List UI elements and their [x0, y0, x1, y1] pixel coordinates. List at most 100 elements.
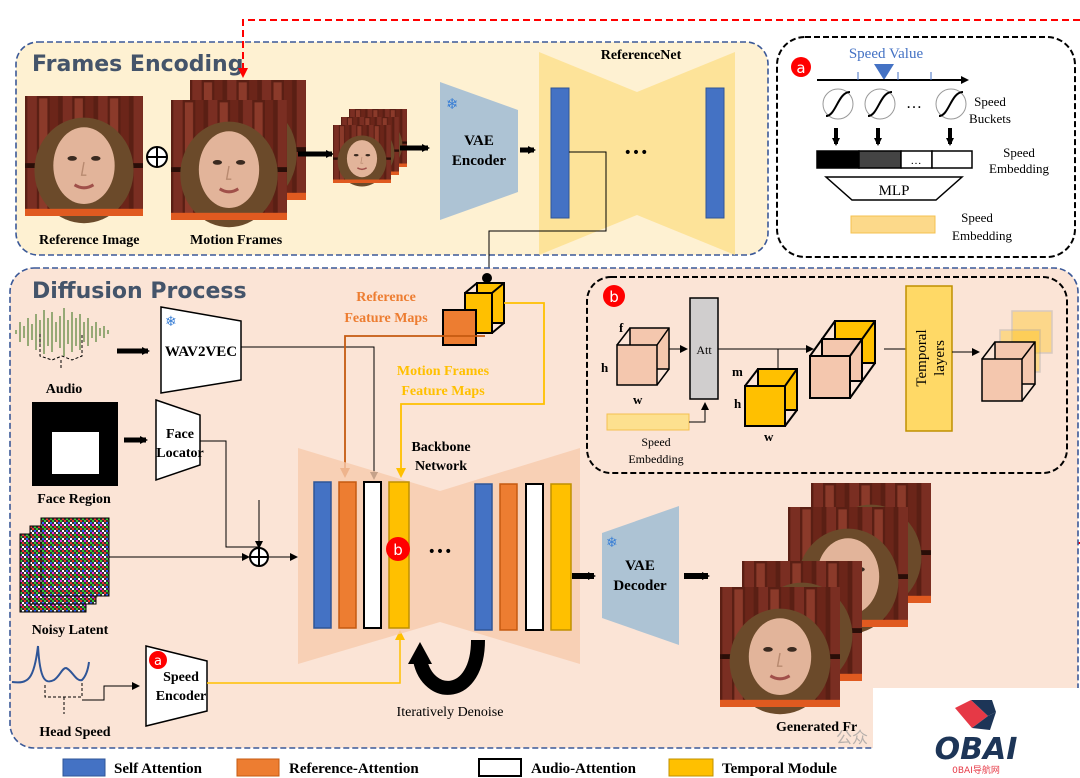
obai-subtitle: 0BAI导航网	[952, 764, 1000, 776]
face-locator-label-1: Face	[166, 427, 194, 442]
backbone-label-2: Network	[415, 459, 467, 474]
panel-b-speed-embedding-1: Speed	[641, 435, 670, 449]
temporal-layers-label-2: layers	[932, 340, 948, 376]
watermark: 公众 OBAI 0BAI导航网	[836, 688, 1080, 778]
backbone-badge-b: b	[393, 541, 403, 559]
sigmoid-curves	[825, 91, 964, 117]
reference-feature-maps-label-1: Reference	[356, 290, 416, 305]
vae-decoder-label-1: VAE	[625, 558, 655, 574]
snowflake-icon: ❄	[165, 314, 177, 330]
vae-encoder-label-2: Encoder	[452, 153, 507, 169]
mlp-label: MLP	[879, 183, 910, 199]
add-plus-icon	[249, 547, 269, 567]
audio-waveform	[15, 308, 109, 356]
diffusion-process-title: Diffusion Process	[32, 279, 247, 304]
face-locator-label-2: Locator	[156, 446, 203, 461]
audio-label: Audio	[46, 382, 83, 397]
legend-swatch-temporal-module	[668, 758, 714, 777]
reference-image-label: Reference Image	[39, 233, 139, 248]
attention-block	[689, 297, 719, 400]
backbone-label-1: Backbone	[411, 440, 470, 455]
dim-m: m	[732, 364, 743, 379]
noisy-latent	[19, 517, 110, 613]
generated-frames-label: Generated Fr	[776, 720, 857, 735]
referencenet-ellipsis: •••	[624, 145, 649, 161]
speed-buckets-label-2: Buckets	[969, 111, 1011, 126]
backbone-ellipsis: •••	[428, 544, 453, 560]
output-feature-cube	[981, 310, 1053, 402]
legend-swatch-self-attention	[62, 758, 106, 777]
speed-encoder-badge: a	[154, 654, 162, 669]
vae-encoder-label-1: VAE	[464, 133, 494, 149]
speed-embedding-label-1: Speed	[1003, 145, 1035, 160]
att-label: Att	[696, 343, 712, 357]
temporal-layers-block	[905, 285, 953, 432]
speed-encoder-label-1: Speed	[163, 670, 199, 685]
panel-a-badge: a	[796, 59, 805, 77]
vae-decoder-label-2: Decoder	[613, 578, 667, 594]
small-frame-stack	[332, 108, 408, 188]
panel-b-badge: b	[609, 288, 619, 306]
reference-feature-maps-label-2: Feature Maps	[344, 311, 428, 326]
frames-encoding-title: Frames Encoding	[32, 52, 243, 77]
legend-label-reference-attention: Reference-Attention	[289, 761, 419, 777]
legend-label-temporal-module: Temporal Module	[722, 761, 837, 777]
speed-embedding-panel	[776, 36, 1076, 258]
temporal-layers-label-1: Temporal	[914, 329, 930, 386]
dim-h2: h	[734, 396, 742, 411]
wechat-watermark-text: 公众	[836, 728, 868, 747]
speed-embedding-label-2: Embedding	[989, 161, 1049, 176]
motion-frames	[169, 78, 308, 229]
speed-embedding-bar	[816, 150, 973, 169]
reference-image	[23, 94, 145, 225]
head-speed-label: Head Speed	[39, 725, 110, 740]
speed-value-marker	[874, 64, 894, 80]
frame-feature-cube	[616, 327, 670, 386]
mlp-block	[824, 176, 964, 201]
obai-logo-cube-icon	[955, 700, 988, 728]
obai-brand: OBAI	[935, 732, 1018, 767]
backbone-blocks	[313, 481, 572, 631]
referencenet-block-right	[705, 87, 725, 219]
speed-value-label: Speed Value	[849, 46, 924, 62]
wav2vec-label: WAV2VEC	[165, 344, 237, 360]
dim-w: w	[633, 392, 643, 407]
dim-f: f	[619, 320, 624, 335]
panel-b-speed-embedding-2: Embedding	[628, 452, 683, 466]
speed-buckets-label-1: Speed	[974, 94, 1006, 109]
vae-decoder	[602, 506, 679, 645]
bucket-ellipsis: …	[906, 95, 922, 112]
dim-w2: w	[764, 429, 774, 444]
legend-swatch-audio-attention	[478, 758, 522, 777]
output-embedding-label-1: Speed	[961, 210, 993, 225]
iterative-loop-arrow	[413, 639, 485, 695]
legend-swatch-reference-attention	[236, 758, 280, 777]
iteratively-denoise-label: Iteratively Denoise	[397, 705, 504, 720]
referencenet-label: ReferenceNet	[601, 48, 682, 63]
noisy-latent-label: Noisy Latent	[32, 623, 109, 638]
snowflake-icon: ❄	[446, 95, 459, 113]
motion-frames-label: Motion Frames	[190, 233, 283, 248]
speed-embedding-input	[606, 413, 690, 431]
motion-feature-maps-label-1: Motion Frames	[397, 364, 490, 379]
output-speed-embedding	[850, 215, 936, 234]
temporal-module-panel	[586, 276, 1068, 474]
feedback-dashed-line	[238, 19, 1080, 78]
face-region-label: Face Region	[37, 492, 111, 507]
dim-h: h	[601, 360, 609, 375]
legend: Self Attention Reference-Attention Audio…	[62, 758, 837, 777]
output-embedding-label-2: Embedding	[952, 228, 1012, 243]
speed-encoder-label-2: Encoder	[156, 689, 207, 704]
svg-text:…: …	[911, 155, 922, 167]
concat-plus-icon	[146, 146, 168, 168]
reference-feature-map	[442, 309, 477, 346]
motion-feature-cube	[744, 368, 798, 427]
legend-label-audio-attention: Audio-Attention	[531, 761, 637, 777]
face-locator	[155, 398, 201, 482]
vae-encoder	[440, 82, 518, 220]
snowflake-icon: ❄	[606, 535, 618, 551]
referencenet-block-left	[550, 87, 570, 219]
fused-feature-cube	[809, 320, 876, 399]
legend-label-self-attention: Self Attention	[114, 761, 203, 777]
